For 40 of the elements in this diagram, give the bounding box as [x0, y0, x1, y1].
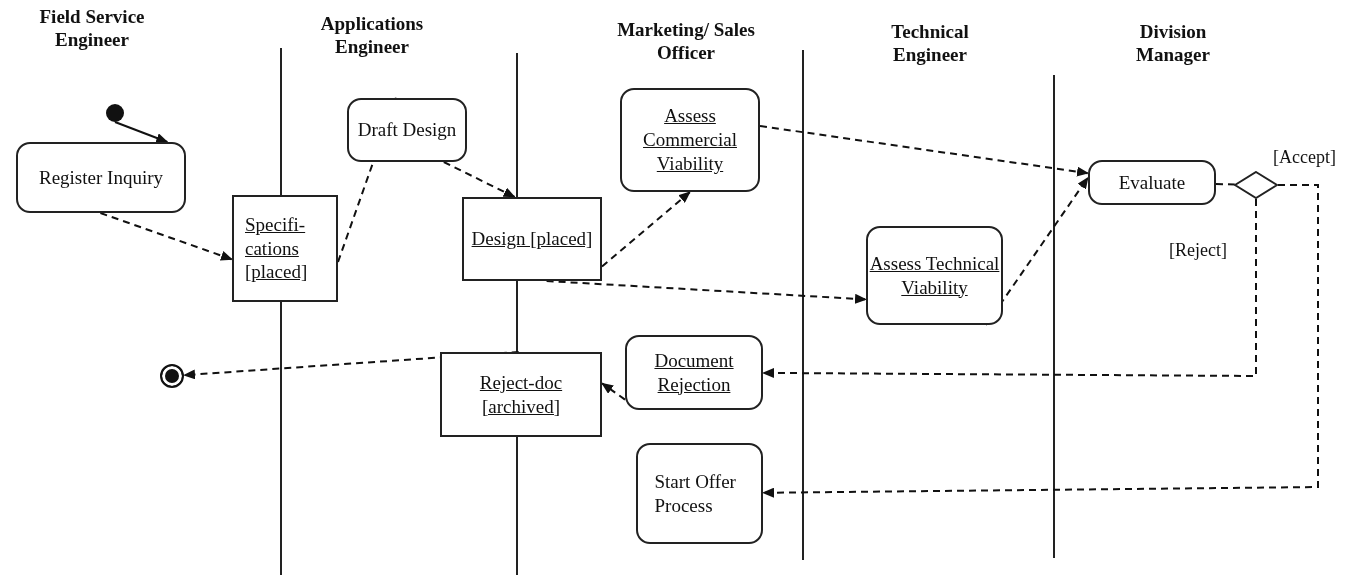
node-text: Document Rejection — [653, 348, 735, 397]
arrow — [114, 121, 169, 143]
arrow — [762, 198, 1257, 378]
node-text: Register Inquiry — [39, 165, 163, 190]
object-box — [232, 195, 338, 302]
swimlane-header: Technical Engineer — [890, 20, 970, 67]
swimlane-header: Division Manager — [1135, 20, 1211, 67]
arrow — [759, 125, 1089, 177]
arrow — [601, 382, 626, 401]
arrow — [99, 212, 233, 261]
swimlane-header: Applications Engineer — [319, 12, 425, 59]
action-box — [1088, 160, 1216, 205]
guard-label: [Reject] — [1168, 240, 1228, 261]
object-box — [440, 352, 602, 437]
action-box — [866, 226, 1003, 325]
arrow — [762, 184, 1319, 498]
end-node — [160, 364, 184, 388]
action-box — [636, 443, 763, 544]
object-box — [462, 197, 602, 281]
swimlane-header: Field Service Engineer — [38, 5, 146, 52]
node-text: Draft Design — [357, 118, 457, 142]
arrow — [442, 161, 516, 198]
node-text: Specifi- cations [placed] — [245, 212, 309, 285]
action-box — [16, 142, 186, 213]
node-text: Assess Technical Viability — [868, 251, 1001, 300]
guard-label: [Accept] — [1272, 147, 1337, 168]
node-text: Reject-doc [archived] — [478, 370, 564, 419]
node-text: Assess Commercial Viability — [642, 104, 738, 176]
node-text: Design [placed] — [471, 227, 593, 251]
connector-line — [1215, 183, 1236, 186]
action-box — [347, 98, 467, 162]
start-node — [106, 104, 124, 122]
arrow — [601, 191, 691, 268]
action-box — [625, 335, 763, 410]
arrow — [545, 280, 867, 304]
action-box — [620, 88, 760, 192]
node-text: Start Offer Process — [654, 469, 737, 518]
decision-diamond — [1234, 171, 1278, 199]
node-text: Evaluate — [1118, 170, 1186, 195]
swimlane-header: Marketing/ Sales Officer — [616, 18, 756, 65]
